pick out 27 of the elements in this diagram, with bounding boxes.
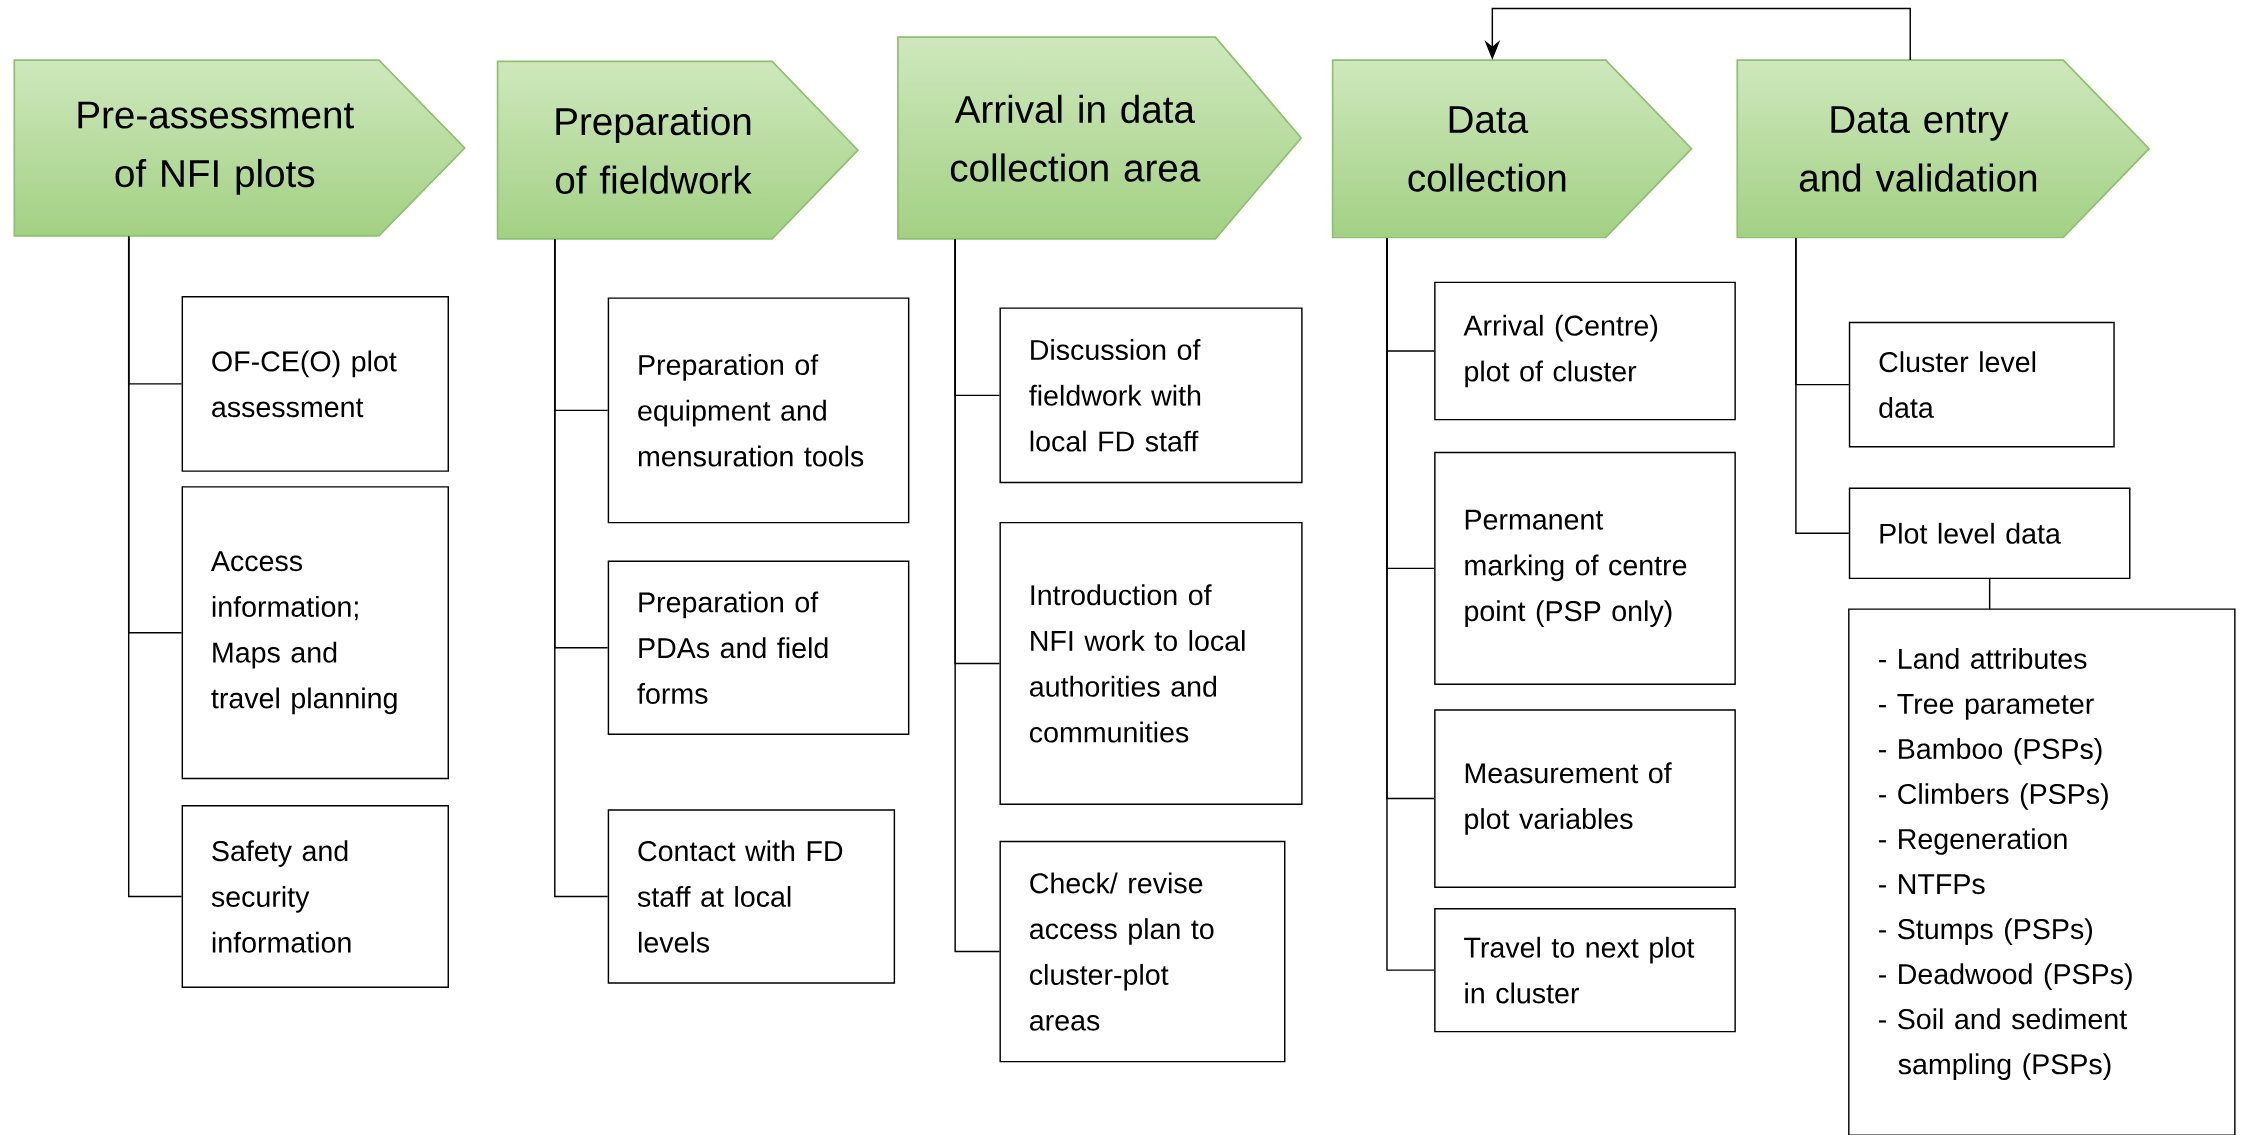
connector-line [554,238,609,898]
task-box: OF-CE(O) plot assessment [181,295,449,472]
task-box: Cluster level data [1848,321,2115,448]
task-box: Arrival (Centre) plot of cluster [1434,281,1736,421]
task-box: Contact with FD staff at local levels [607,809,896,984]
stage-banner: Data entry and validation [1736,59,2151,239]
list-box: - Land attributes - Tree parameter - Bamboo (PSPs) - Climbers (PSPs) - Regeneration - NTFPs - Stumps (PSPs) - Deadwood (PSPs) - Soil and sediment sampling (PSPs) [1848,608,2236,1135]
task-box: Discussion of fieldwork with local FD staff [999,307,1303,484]
stage-banner: Arrival in data collection area [897,36,1303,240]
task-box: Safety and security information [181,804,449,988]
task-box: Plot level data [1848,487,2131,579]
stage-banner: Data collection [1331,59,1693,239]
task-box: Preparation of equipment and mensuration tools [607,297,910,524]
task-box: Access information; Maps and travel planning [181,486,449,780]
task-box: Check/ revise access plan to cluster-plot areas [999,840,1286,1063]
connector-line [1386,237,1435,971]
task-box: Preparation of PDAs and field forms [607,560,910,735]
connector-line [954,238,1001,953]
connector-line [1795,237,1850,534]
task-box: Measurement of plot variables [1434,709,1736,888]
task-box: Travel to next plot in cluster [1434,907,1736,1033]
connector-line [1988,578,1991,610]
task-box: Permanent marking of centre point (PSP only) [1434,451,1736,685]
stage-banner: Pre-assessment of NFI plots [13,59,466,237]
task-box: Introduction of NFI work to local authorities and communities [999,521,1303,805]
connector-line [128,235,183,898]
stage-banner: Preparation of fieldwork [496,60,860,240]
